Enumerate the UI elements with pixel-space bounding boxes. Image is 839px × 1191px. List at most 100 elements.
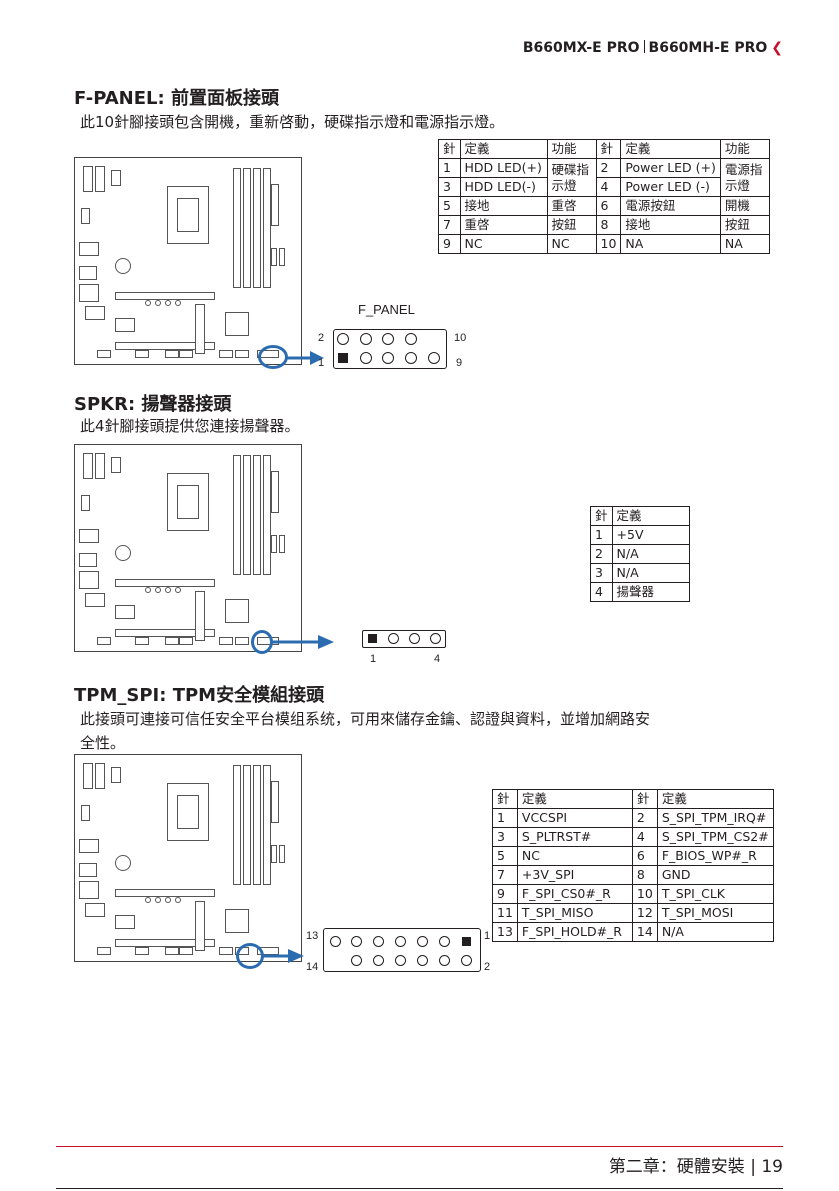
page-footer: 第二章：硬體安裝 | 19	[609, 1152, 783, 1177]
table-cell: S_SPI_TPM_CS2#	[656, 827, 774, 847]
tpm-title: TPM_SPI: TPM安全模組接頭	[74, 685, 325, 706]
table-cell: 3	[590, 563, 613, 583]
table-header: 定義	[516, 789, 633, 809]
header	[219, 637, 233, 645]
battery	[115, 258, 131, 274]
dimm-slot	[243, 765, 251, 885]
io-port	[79, 266, 97, 280]
pcie-slot	[115, 939, 215, 947]
header	[219, 947, 233, 955]
header	[97, 947, 111, 955]
table-cell: 9	[492, 884, 518, 904]
table-cell: F_BIOS_WP#_R	[656, 846, 774, 866]
pin-1	[368, 634, 377, 643]
table-cell: 6	[631, 846, 658, 866]
io-port	[95, 166, 105, 192]
table-cell: 2	[631, 808, 658, 828]
pin	[430, 633, 441, 644]
spkr-description: 此4針腳接頭提供您連接揚聲器。	[80, 417, 300, 435]
pin-label: 13	[306, 930, 319, 942]
fpanel-header-label: F_PANEL	[358, 302, 415, 317]
header	[135, 637, 149, 645]
table-cell: 5	[492, 846, 518, 866]
table-cell: Power LED (+)	[620, 158, 721, 178]
pin-label: 1	[484, 930, 491, 942]
table-cell: 接地	[459, 196, 548, 216]
fpanel-header-connector	[333, 329, 447, 369]
table-cell: 接地	[620, 215, 721, 235]
pin-label: 1	[318, 357, 325, 369]
dimm-slot	[243, 168, 251, 288]
m2-slot	[195, 304, 205, 354]
table-header: 針	[595, 139, 622, 159]
table-cell: 3	[492, 827, 518, 847]
atx-power	[271, 471, 279, 513]
io-port	[79, 242, 99, 256]
table-cell: 4	[590, 582, 613, 602]
cpu-socket-inner	[177, 795, 199, 829]
table-cell: NC	[516, 846, 633, 866]
footer-separator: |	[750, 1157, 756, 1177]
pin	[373, 936, 384, 947]
mount-hole	[165, 300, 171, 306]
io-port	[83, 763, 93, 789]
io-port	[85, 306, 105, 320]
header	[97, 637, 111, 645]
m2-slot	[195, 901, 205, 951]
table-cell: HDD LED(+)	[459, 158, 548, 178]
io-port	[111, 767, 121, 783]
table-cell: 1	[438, 158, 461, 178]
sata-port	[271, 248, 277, 266]
header	[219, 350, 233, 358]
table-cell: 12	[631, 903, 658, 923]
pin-label: 2	[318, 332, 325, 344]
io-port	[85, 903, 105, 917]
io-port	[79, 881, 99, 899]
table-cell: N/A	[656, 922, 774, 942]
table-cell: 4	[631, 827, 658, 847]
mount-hole	[165, 897, 171, 903]
table-cell: 2	[590, 544, 613, 564]
pin	[351, 955, 362, 966]
header	[135, 947, 149, 955]
mount-hole	[175, 300, 181, 306]
model-a: B660MX-E PRO	[522, 40, 640, 56]
arrow-right-icon	[262, 949, 304, 963]
sata-port	[279, 535, 285, 553]
table-cell: +3V_SPI	[516, 865, 633, 885]
dimm-slot	[233, 765, 241, 885]
table-cell: 11	[492, 903, 518, 923]
header	[235, 637, 249, 645]
table-header: 功能	[719, 139, 770, 159]
mount-hole	[155, 897, 161, 903]
dimm-slot	[253, 765, 261, 885]
table-header: 針	[438, 139, 461, 159]
pin	[409, 633, 420, 644]
dimm-slot	[233, 168, 241, 288]
pin-label: 10	[454, 332, 467, 344]
table-header: 功能	[546, 139, 597, 159]
table-cell: 7	[438, 215, 461, 235]
io-port	[111, 170, 121, 186]
dimm-slot	[243, 455, 251, 575]
header-divider	[643, 40, 645, 53]
table-cell: T_SPI_CLK	[656, 884, 774, 904]
io-port	[81, 495, 90, 511]
pin-label: 2	[484, 961, 491, 973]
chapter-title: 第二章：硬體安裝	[608, 1157, 745, 1177]
spkr-header-connector	[362, 630, 446, 648]
pin	[330, 936, 341, 947]
spkr-location-marker	[251, 630, 273, 654]
table-cell: 10	[631, 884, 658, 904]
header	[165, 637, 179, 645]
pin	[439, 936, 450, 947]
m2-slot	[195, 591, 205, 641]
arrow-right-icon	[286, 351, 324, 365]
sata-port	[279, 248, 285, 266]
pin	[461, 955, 472, 966]
pin-label: 14	[306, 961, 319, 973]
header	[179, 350, 193, 358]
dimm-slot	[233, 455, 241, 575]
cpu-socket-inner	[177, 485, 199, 519]
